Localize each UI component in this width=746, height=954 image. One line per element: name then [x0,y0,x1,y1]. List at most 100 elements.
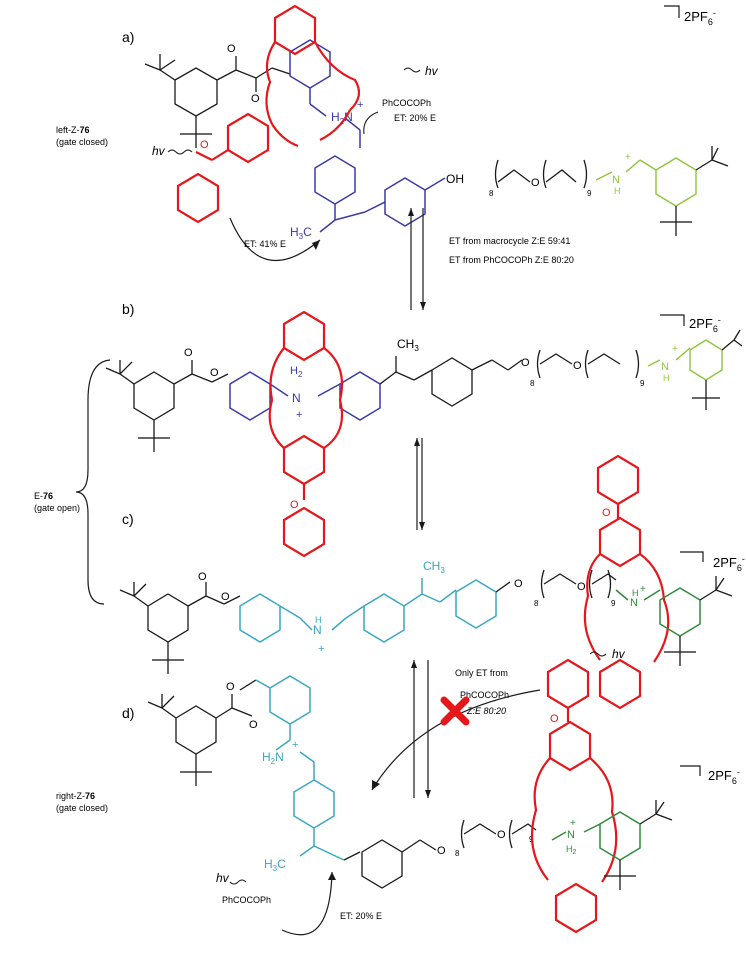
thread-d [255,675,345,861]
charge-green-d: + [570,818,576,829]
side-label-d: right-Z-76 [56,791,95,801]
tbu-right-c [664,576,733,666]
tbu-right-b [692,329,743,410]
blocked-arrowhead [372,780,380,790]
macrocycle-c [583,454,670,710]
et-macrocycle-a: ET: 41% E [244,239,286,249]
ether-o2-c: O [577,581,586,593]
ester-o-c: O [198,571,207,583]
thread-c [239,578,497,643]
hv-arrow-left-a: hv [152,144,193,158]
tbu-stopper-c [119,582,241,674]
ester-o-d: O [226,681,235,693]
alkyl-chain-c [495,569,617,599]
ammonium-d: H2N [262,750,284,766]
stopper-lime-a [595,157,697,207]
tbu-right-a [660,146,729,236]
sensitizer-a: PhCOCOPh [382,98,431,108]
ester-o-a: O [227,43,236,55]
ether-o2-b: O [573,360,582,372]
counterion-label-d: 2PF6- [708,767,740,786]
nh-c: N [313,623,322,637]
nh2-d: N [567,829,575,841]
methyl-a: H3C [290,225,312,241]
ester-o2-a: O [251,93,260,105]
alkyl-chain-b [507,349,640,379]
svg-text:hv: hv [425,64,439,78]
ether-o-a: O [531,177,540,189]
nh-h-green-c: H [632,588,639,598]
sub8-c: 8 [534,599,539,608]
carbonyl-o-b: O [290,499,299,511]
counterion-bracket-b [660,314,685,326]
sub9-c: 9 [611,599,616,608]
panel-c-letter: c) [122,511,134,527]
nh2-h-d: H2 [566,844,577,856]
hv-arrow-right-d: hv [589,647,626,661]
tbu-stopper-a [144,54,291,148]
stopper-green-d [551,811,641,861]
ether-o2-d: O [497,829,506,841]
counterion-label-b: 2PF6- [689,315,721,334]
charge-nh-a: + [625,152,631,163]
svg-text:hv: hv [612,647,626,661]
charge-nh-b: + [672,344,678,355]
thread-b [229,371,381,421]
only-et-line2: PhCOCOPh [460,690,509,700]
side-label-a: left-Z-76 [56,125,90,135]
brace-label-2: (gate open) [34,503,80,513]
charge-d: + [292,739,298,751]
et-macro-ratio: ET from macrocycle Z:E 59:41 [449,236,570,246]
panel-a-letter: a) [122,29,134,45]
sensitizer-d: PhCOCOPh [222,895,271,905]
thread-a [289,39,446,233]
tbu-stopper-b [105,360,229,452]
counterion-label: 2PF6- [684,8,716,27]
ch3-b: CH3 [397,337,419,353]
stopper-green-c [615,587,701,637]
sub9-b: 9 [640,379,645,388]
et-sens-ratio: ET from PhCOCOPh Z:E 80:20 [449,255,574,265]
arrowhead-d [328,872,336,880]
panel-b-letter: b) [122,301,134,317]
sub8-b: 8 [530,379,535,388]
tbu-right-d [604,800,673,890]
ester-o2-b: O [210,367,219,379]
oh-a: OH [446,172,464,186]
alkyl-chain-a [494,159,588,189]
svg-text:hv: hv [216,871,230,885]
methyl-d: H3C [264,857,286,873]
charge-b: + [296,409,302,421]
panel-a: a) 2PF6- left-Z-76 (gate closed) O O [56,4,729,262]
ether-o-b: O [521,357,530,369]
macrocycle-b [268,310,344,558]
carbonyl-o-d: O [550,713,559,725]
nh-h-c: H [315,615,322,625]
brace-e76: E-76 (gate open) [34,359,111,605]
charge-a: + [357,99,363,111]
et-arrow-sensitizer-a [363,111,379,135]
ester-o2-d: O [249,719,258,731]
equilibrium-cd: Only ET from PhCOCOPh Z:E 80:20 [411,660,509,798]
svg-text:hv: hv [152,144,166,158]
ch3-c: CH3 [423,559,445,575]
sub8-d: 8 [455,849,460,858]
ester-o-b: O [184,347,193,359]
hv-arrow-right-a: hv [403,64,439,78]
carbonyl-o-a: O [200,139,209,151]
side-label-a-2: (gate closed) [56,137,108,147]
only-et-line1: Only ET from [455,668,508,678]
only-et-line3: Z:E 80:20 [466,706,506,716]
blocked-et-arrow [371,689,541,791]
ester-o2-c: O [221,591,230,603]
et-sensitizer-d: ET: 20% E [340,911,382,921]
n-b: N [292,391,301,405]
nh-green-c: N [630,597,638,609]
nh-h-b: H [663,373,670,383]
tbu-stopper-d [147,679,257,786]
nh-b: N [661,361,669,373]
charge-c: + [318,643,324,655]
macrocycle-a [176,4,361,224]
blocked-x-mark [440,696,470,726]
